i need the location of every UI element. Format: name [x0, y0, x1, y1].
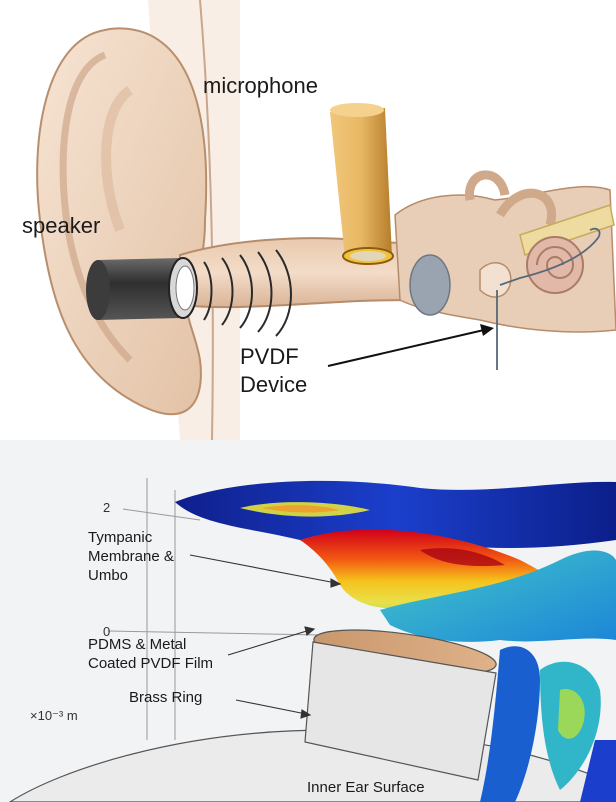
pvdf-label-line1: PVDF	[240, 344, 299, 370]
speaker-cylinder-icon	[86, 258, 197, 320]
tympanic-label-line2: Membrane &	[88, 547, 174, 566]
brass-ring-label: Brass Ring	[129, 688, 202, 707]
tick-2: 2	[103, 500, 110, 515]
microphone-label: microphone	[203, 73, 318, 99]
tympanic-label-line3: Umbo	[88, 566, 128, 585]
pvdf-label-line2: Device	[240, 372, 307, 398]
fem-membrane-mesh	[0, 440, 616, 802]
pdms-label-line1: PDMS & Metal	[88, 635, 186, 654]
ear-canal	[180, 238, 430, 307]
tympanic-label-line1: Tympanic	[88, 528, 152, 547]
speaker-label: speaker	[22, 213, 100, 239]
ear-illustration-panel: microphone speaker PVDF Device	[0, 0, 616, 440]
cochlea-icon	[527, 237, 583, 293]
scale-label: ×10⁻³ m	[30, 708, 78, 724]
pdms-label-line2: Coated PVDF Film	[88, 654, 213, 673]
fem-simulation-panel: 2 0 ×10⁻³ m Tympanic Membrane & Umbo PDM…	[0, 440, 616, 802]
tympanic-membrane	[410, 255, 450, 315]
inner-ear-surface-label: Inner Ear Surface	[307, 778, 425, 797]
